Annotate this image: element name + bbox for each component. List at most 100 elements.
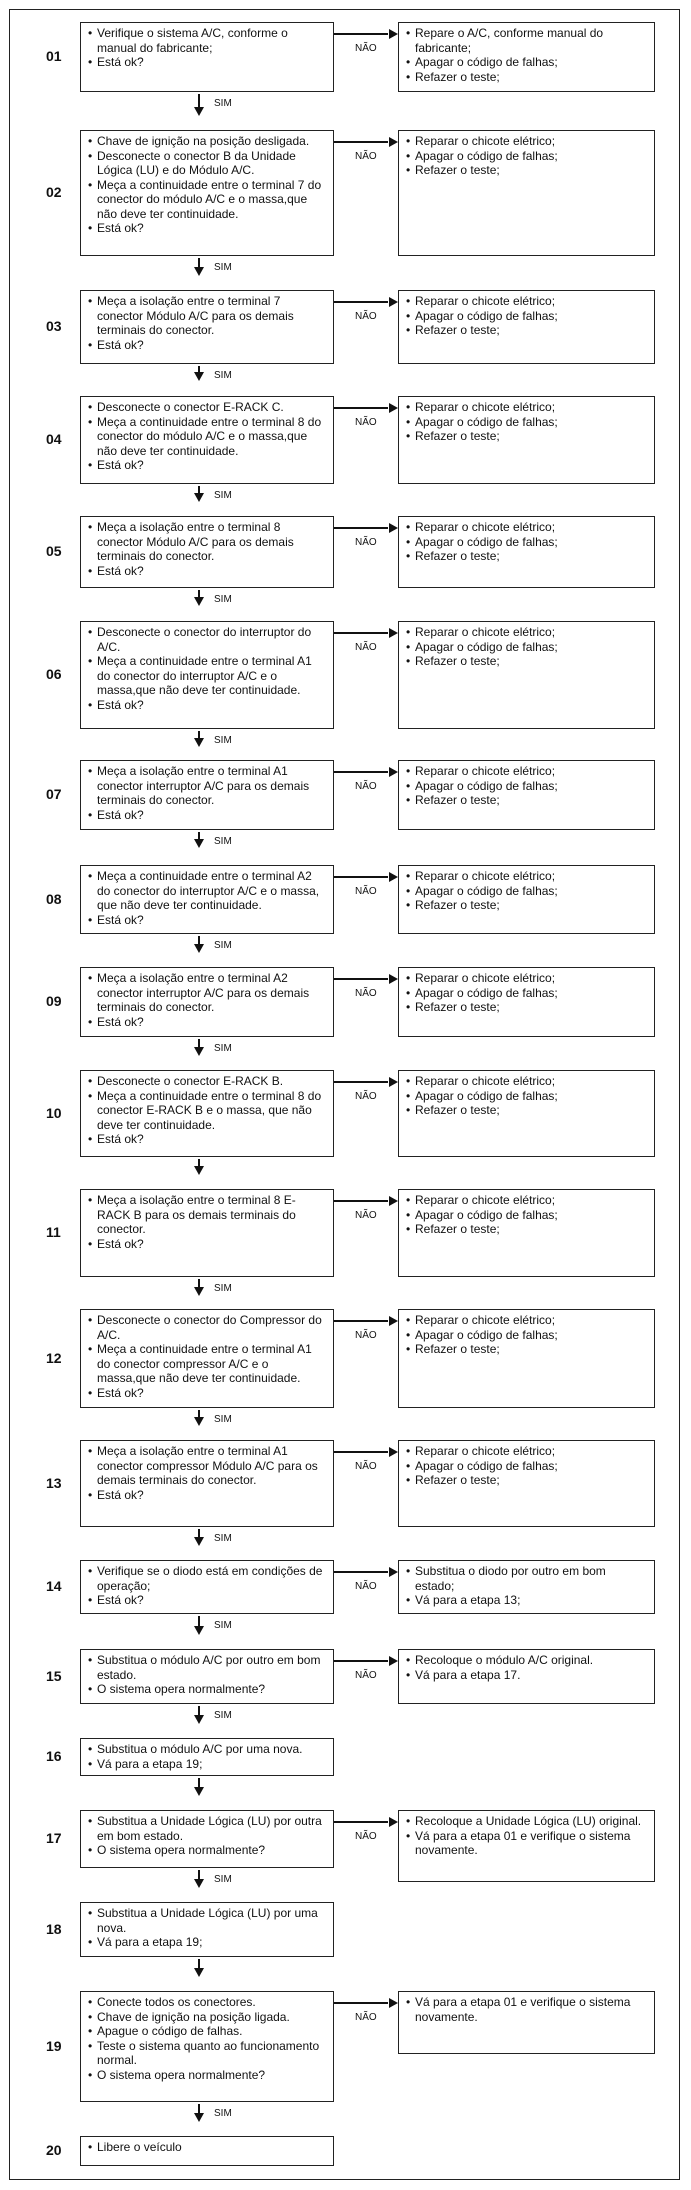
- bullet-item: • Reparar o chicote elétrico;: [406, 520, 648, 535]
- bullet-item: •Apagar o código de falhas;: [406, 884, 648, 899]
- step-action-box: •Chave de ignição na posição desligada.•…: [80, 130, 334, 256]
- step-action-box: •Desconecte o conector E-RACK C.•Meça a …: [80, 396, 334, 484]
- bullet-item: •Reparar o chicote elétrico;: [406, 625, 648, 640]
- bullet-text: Está ok?: [97, 807, 144, 822]
- bullet-item: •Está ok?: [88, 55, 327, 70]
- bullet-text: Apagar o código de falhas;: [415, 55, 558, 69]
- arrow-down-icon: [194, 1410, 204, 1426]
- step-number: 13: [46, 1474, 62, 1491]
- no-label: NÃO: [355, 43, 377, 54]
- bullet-item: •Teste o sistema quanto ao funcionamento…: [88, 2039, 327, 2068]
- step-fail-action-box: •Vá para a etapa 01 e verifique o sistem…: [398, 1991, 655, 2054]
- bullet-item: •Recoloque o módulo A/C original.: [406, 1653, 648, 1668]
- bullet-icon: •: [88, 1014, 93, 1029]
- step-number: 03: [46, 318, 62, 334]
- bullet-text: Apagar o código de falhas;: [415, 778, 558, 793]
- bullet-text: Reparar o chicote elétrico;: [415, 1313, 556, 1327]
- bullet-icon: •: [406, 308, 411, 323]
- bullet-item: •Refazer o teste;: [406, 549, 648, 564]
- step-action-box: •Meça a isolação entre o terminal A2 con…: [80, 967, 334, 1037]
- bullet-icon: •: [406, 898, 411, 912]
- bullet-text: Desconecte o conector do Compressor do A…: [97, 1313, 322, 1342]
- bullet-item: •Substitua o diodo por outro em bom esta…: [406, 1564, 648, 1593]
- bullet-text: Apague o código de falhas.: [97, 2024, 243, 2038]
- bullet-icon: •: [406, 1222, 411, 1236]
- bullet-icon: •: [88, 337, 93, 352]
- bullet-item: •Está ok?: [88, 1488, 327, 1503]
- bullet-text: Apagar o código de falhas;: [415, 414, 558, 429]
- bullet-item: •Meça a continuidade entre o terminal A2…: [88, 869, 327, 913]
- no-label: NÃO: [355, 1461, 377, 1472]
- bullet-icon: •: [88, 563, 93, 578]
- bullet-item: •Desconecte o conector E-RACK B.: [88, 1074, 327, 1089]
- step-fail-action-box: •Recoloque o módulo A/C original.•Vá par…: [398, 1649, 655, 1704]
- step-action-box: •Desconecte o conector E-RACK B.•Meça a …: [80, 1070, 334, 1157]
- yes-label: SIM: [214, 490, 232, 501]
- bullet-icon: •: [88, 520, 93, 534]
- bullet-icon: •: [88, 1088, 93, 1103]
- bullet-text: Repare o A/C, conforme manual do fabrica…: [415, 26, 604, 55]
- bullet-text: Chave de ignição na posição desligada.: [97, 134, 310, 148]
- arrow-down-icon: [194, 832, 204, 848]
- bullet-item: •Repare o A/C, conforme manual do fabric…: [406, 26, 648, 55]
- bullet-item: •Reparar o chicote elétrico;: [406, 764, 648, 779]
- step-number: 06: [46, 666, 62, 682]
- bullet-icon: •: [88, 654, 93, 668]
- bullet-item: • Está ok?: [88, 1015, 327, 1030]
- bullet-text: Verifique se o diodo está em condições d…: [97, 1564, 323, 1593]
- bullet-text: Recoloque a Unidade Lógica (LU) original…: [415, 1814, 642, 1828]
- bullet-item: •Refazer o teste;: [406, 70, 648, 85]
- bullet-icon: •: [88, 1906, 93, 1920]
- bullet-item: •Está ok?: [88, 1386, 327, 1401]
- bullet-text: Está ok?: [97, 221, 144, 235]
- bullet-item: •Chave de ignição na posição desligada.: [88, 134, 327, 149]
- bullet-item: •Reparar o chicote elétrico;: [406, 1074, 648, 1089]
- bullet-icon: •: [88, 1074, 93, 1088]
- bullet-text: Está ok?: [97, 1014, 144, 1029]
- bullet-text: Refazer o teste;: [415, 69, 500, 84]
- bullet-icon: •: [406, 520, 411, 534]
- bullet-icon: •: [406, 1088, 411, 1103]
- arrow-right-icon: [334, 137, 398, 147]
- yes-label: SIM: [214, 2108, 232, 2119]
- step-action-box: •Meça a isolação entre o terminal A1 con…: [80, 760, 334, 830]
- bullet-text: Está ok?: [97, 563, 144, 578]
- bullet-item: •Meça a continuidade entre o terminal 8 …: [88, 415, 327, 459]
- arrow-down-icon: [194, 1159, 204, 1175]
- bullet-text: Refazer o teste;: [415, 898, 500, 912]
- bullet-item: • Refazer o teste;: [406, 1222, 648, 1237]
- bullet-text: Está ok?: [97, 1487, 144, 1502]
- step-fail-action-box: •Reparar o chicote elétrico;•Apagar o có…: [398, 396, 655, 484]
- bullet-text: Conecte todos os conectores.: [97, 1995, 256, 2009]
- bullet-item: •Desconecte o conector E-RACK C.: [88, 400, 327, 415]
- bullet-item: •Apagar o código de falhas;: [406, 1459, 648, 1474]
- step-fail-action-box: •Reparar o chicote elétrico;•Apagar o có…: [398, 516, 655, 588]
- bullet-text: Refazer o teste;: [415, 1222, 500, 1236]
- bullet-icon: •: [406, 625, 411, 639]
- arrow-right-icon: [334, 1656, 398, 1666]
- bullet-item: •Meça a isolação entre o terminal A1 con…: [88, 1444, 327, 1488]
- bullet-text: Apagar o código de falhas;: [415, 1458, 558, 1473]
- no-label: NÃO: [355, 537, 377, 548]
- bullet-text: Meça a isolação entre o terminal A1 cone…: [97, 1444, 318, 1487]
- bullet-item: •Reparar o chicote elétrico;: [406, 869, 648, 884]
- bullet-text: Teste o sistema quanto ao funcionamento …: [97, 2038, 320, 2068]
- bullet-item: •Reparar o chicote elétrico;: [406, 1444, 648, 1459]
- bullet-item: •Vá para a etapa 01 e verifique o sistem…: [406, 1995, 648, 2024]
- yes-label: SIM: [214, 262, 232, 273]
- bullet-icon: •: [88, 764, 93, 778]
- yes-label: SIM: [214, 594, 232, 605]
- bullet-icon: •: [88, 148, 93, 163]
- bullet-text: Reparar o chicote elétrico;: [415, 520, 556, 534]
- bullet-item: •Apagar o código de falhas;: [406, 415, 648, 430]
- bullet-text: Apagar o código de falhas;: [415, 883, 558, 898]
- step-action-box: •Meça a isolação entre o terminal 8 E-RA…: [80, 1189, 334, 1277]
- step-action-box: •Substitua o módulo A/C por uma nova.•Vá…: [80, 1738, 334, 1776]
- bullet-item: •Refazer o teste;: [406, 1000, 648, 1015]
- bullet-icon: •: [88, 1742, 93, 1756]
- yes-label: SIM: [214, 836, 232, 847]
- bullet-text: Reparar o chicote elétrico;: [415, 1444, 556, 1458]
- no-label: NÃO: [355, 311, 377, 322]
- bullet-icon: •: [88, 1593, 93, 1607]
- bullet-item: •Reparar o chicote elétrico;: [406, 294, 648, 309]
